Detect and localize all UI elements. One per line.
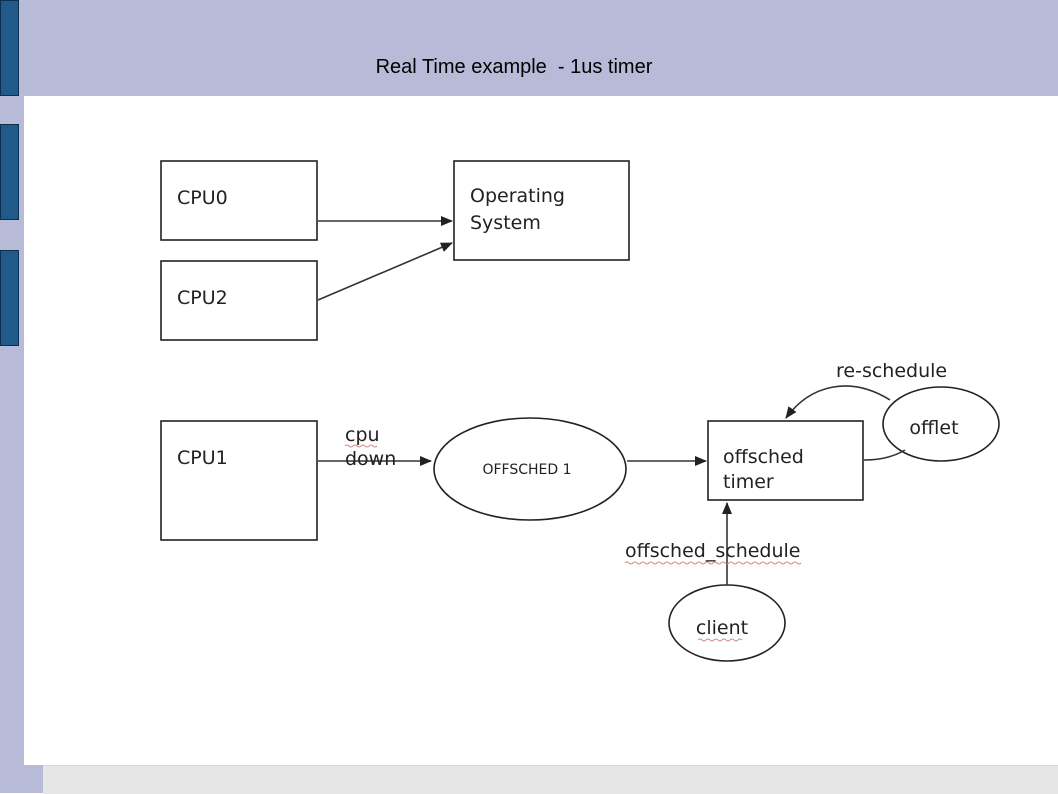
slide-side-tab: [0, 124, 19, 220]
cpu1-node: CPU1: [160, 420, 318, 541]
slide-title: Real Time example - 1us timer: [375, 56, 653, 78]
offsched-timer-label-line1: offsched: [723, 446, 804, 468]
edge-cpu2-to-os: [317, 242, 453, 301]
operating-system-node: Operating System: [453, 160, 630, 261]
cpu2-node: CPU2: [160, 260, 318, 341]
cpu0-label: CPU0: [177, 187, 228, 209]
cpu-spellcheck-underline: [344, 444, 378, 448]
offlet-node: offlet: [882, 386, 1000, 462]
cpu0-node: CPU0: [160, 160, 318, 241]
offsched-timer-label-line2: timer: [723, 471, 774, 493]
client-label: client: [696, 617, 748, 639]
client-node: client: [668, 584, 786, 662]
cpu2-label: CPU2: [177, 287, 228, 309]
cpu-down-label-line2: down: [345, 448, 396, 470]
reschedule-label: re-schedule: [836, 360, 947, 382]
slide-bottom-corner: [24, 765, 43, 793]
offsched-schedule-label: offsched_schedule: [625, 540, 801, 562]
edge-offlet-to-timer-reschedule: [785, 385, 891, 419]
cpu1-label: CPU1: [177, 447, 228, 469]
offsched1-label: OFFSCHED 1: [482, 462, 571, 478]
operating-system-label-line2: System: [470, 212, 541, 234]
cpu-down-label-line1: cpu: [345, 424, 380, 446]
offsched-timer-node: offsched timer: [707, 420, 864, 501]
operating-system-label-line1: Operating: [470, 185, 565, 207]
slide-footer-band: [43, 765, 1058, 794]
client-spellcheck-underline: [697, 638, 743, 642]
offlet-label: offlet: [909, 417, 958, 439]
slide-side-tab: [0, 0, 19, 96]
offsched-schedule-spellcheck-underline: [624, 561, 802, 565]
slide-side-tab: [0, 250, 19, 346]
slide-title-band: [24, 0, 1058, 96]
offsched1-node: OFFSCHED 1: [433, 417, 627, 521]
edge-timer-to-offlet: [863, 449, 906, 461]
